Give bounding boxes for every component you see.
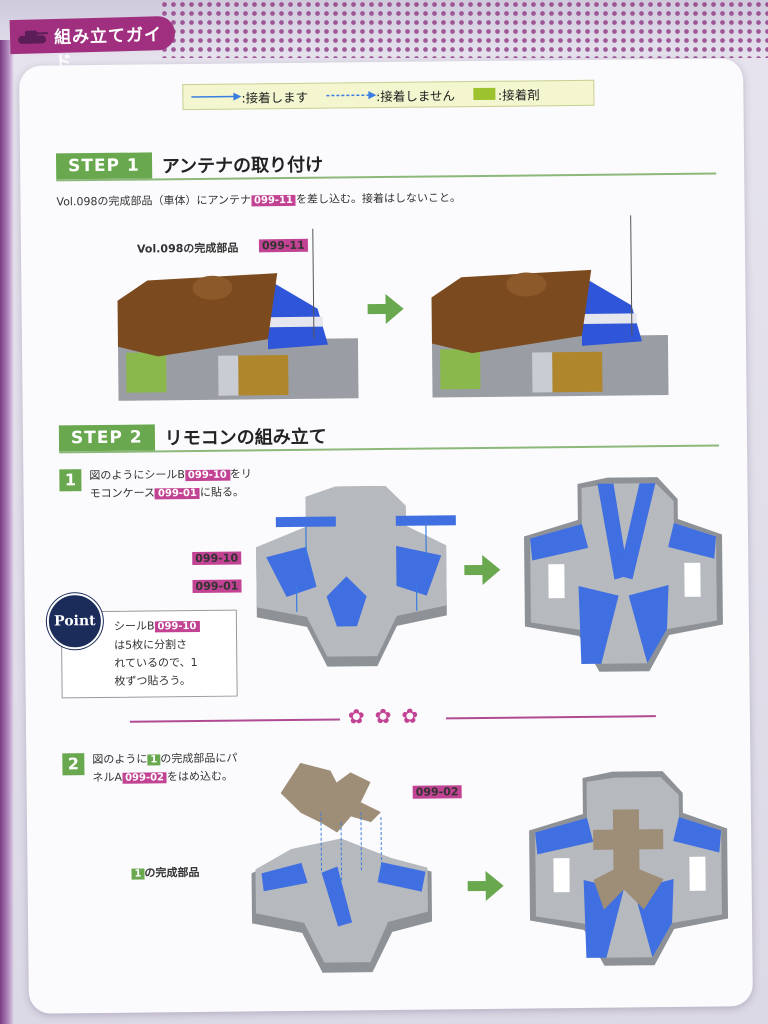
guide-card: :接着します :接着しません :接着剤 STEP 1 アンテナの取り付け Vol… [19, 58, 753, 1014]
substep-ref: 1 [147, 754, 160, 765]
substep2-text-4: をはめ込む。 [167, 770, 233, 784]
point-text: シールB [114, 619, 155, 632]
point-text-2: は5枚に分割さ [114, 636, 226, 655]
substep1-text-4: に貼る。 [200, 485, 244, 498]
part-code: 099-11 [251, 195, 296, 206]
step1-badge: STEP 1 [56, 152, 152, 179]
header-tab: 組み立てガイド [10, 16, 176, 54]
step2-title: リモコンの組み立て [164, 423, 326, 451]
point-badge: Point [47, 593, 104, 650]
point-text-4: 枚ずつ貼ろう。 [114, 672, 226, 691]
step1-header: STEP 1 アンテナの取り付け [56, 151, 323, 180]
antenna-code-callout: 099-11 [259, 239, 308, 253]
divider-right [446, 715, 656, 719]
substep2-text-3: ネルA [92, 771, 122, 784]
part-code: 099-02 [122, 772, 167, 783]
sticker-label: 099-10 [192, 552, 241, 566]
step1-desc-text-2: を差し込む。接着はしないこと。 [296, 191, 461, 206]
substep1-text: 図のようにシールB [89, 468, 185, 482]
vol098-callout: Vol.098の完成部品 [137, 240, 239, 257]
substep2-text: 図のように [92, 753, 147, 767]
remote-case-finished-illustration [517, 474, 729, 672]
part-code: 099-10 [185, 470, 230, 481]
flower-ornament: ✿✿✿ [348, 704, 429, 729]
tank-after-illustration [431, 255, 672, 400]
part-code: 099-10 [154, 621, 199, 632]
panel-insert-illustration [240, 761, 452, 973]
step1-title: アンテナの取り付け [162, 151, 324, 179]
arrow-right-icon [468, 871, 504, 901]
substep1-number: 1 [59, 469, 81, 491]
divider-left [130, 718, 340, 722]
dashed-arrow-icon [326, 90, 376, 101]
arrow-right-icon [464, 555, 500, 585]
point-text-3: れているので、1 [114, 654, 226, 673]
substep1-text-3: モコンケース [89, 486, 155, 500]
finished-part-text: の完成部品 [144, 866, 199, 880]
substep-ref: 1 [131, 869, 144, 880]
arrow-right-icon [367, 294, 403, 324]
step2-header: STEP 2 リモコンの組み立て [59, 423, 327, 452]
adhesive-swatch [473, 88, 495, 100]
dot-pattern [160, 0, 768, 58]
substep2-number: 2 [62, 753, 84, 775]
legend-adhesive-label: :接着剤 [498, 84, 540, 103]
step2-badge: STEP 2 [59, 424, 155, 451]
solid-arrow-icon [191, 91, 241, 102]
legend-adhesive: :接着剤 [473, 84, 540, 104]
remote-panel-finished-illustration [522, 768, 732, 966]
tank-icon [16, 27, 48, 46]
remote-case-sticker-illustration [245, 475, 457, 677]
tank-before-illustration [117, 258, 358, 403]
legend-glue: :接着します [191, 86, 308, 106]
case-label: 099-01 [192, 580, 241, 594]
legend-box: :接着します :接着しません :接着剤 [182, 80, 594, 110]
legend-glue-label: :接着します [241, 86, 308, 106]
page-edge-stripe [0, 40, 14, 1024]
substep2-text-2: の完成部品にパ [160, 752, 237, 766]
legend-no-glue-label: :接着しません [376, 85, 455, 105]
step1-desc-text: Vol.098の完成部品（車体）にアンテナ [56, 193, 251, 208]
legend-no-glue: :接着しません [326, 85, 455, 105]
part-code: 099-01 [155, 488, 200, 499]
